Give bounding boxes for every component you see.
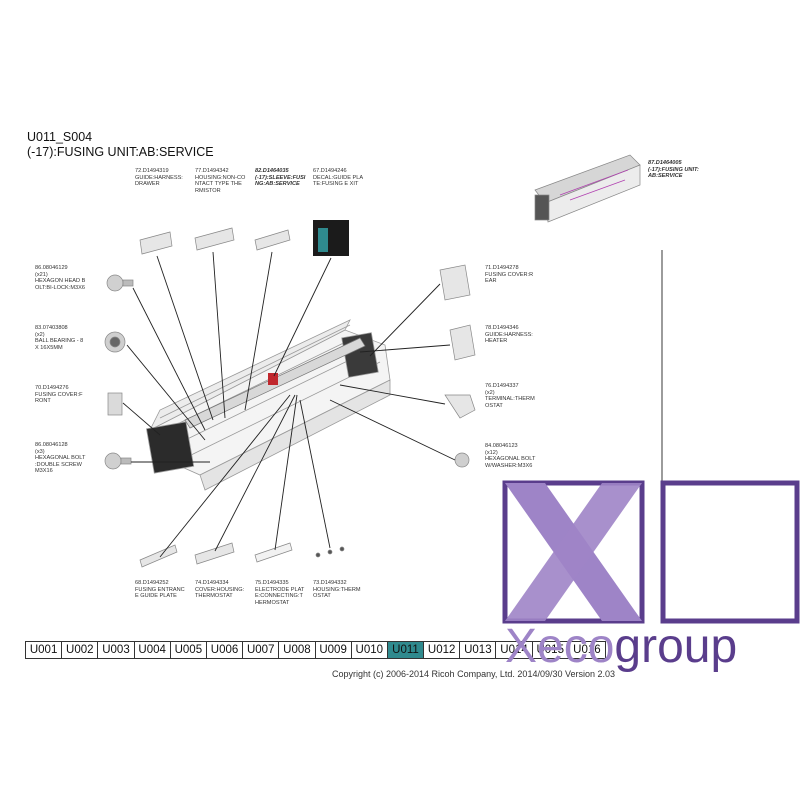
- assembled-fusing-unit: [534, 154, 641, 223]
- tab-u003[interactable]: U003: [98, 642, 135, 658]
- copyright-text: Copyright (c) 2006-2014 Ricoh Company, L…: [332, 669, 616, 679]
- tab-u009[interactable]: U009: [315, 642, 352, 658]
- xeco-group-watermark: Xecogroup: [505, 617, 737, 677]
- tab-u006[interactable]: U006: [206, 642, 244, 658]
- watermark-group: group: [614, 620, 738, 673]
- tab-u012[interactable]: U012: [424, 642, 461, 658]
- tab-u005[interactable]: U005: [170, 642, 207, 658]
- xeco-logo-mark: [502, 480, 800, 624]
- heat-roller: [184, 337, 366, 429]
- tab-u008[interactable]: U008: [279, 642, 316, 658]
- part-label-86b[interactable]: 86.08046128(x3)HEXAGONAL BOLT:DOUBLE SCR…: [35, 442, 86, 475]
- tab-u013[interactable]: U013: [460, 642, 497, 658]
- section-tabs: U001 U002 U003 U004 U005 U006 U007 U008 …: [25, 641, 606, 659]
- watermark-xeco: Xeco: [505, 620, 615, 673]
- tab-u001[interactable]: U001: [26, 642, 63, 658]
- tab-u014[interactable]: U014: [496, 642, 533, 658]
- page-code: U011_S004: [27, 130, 93, 144]
- tab-u010[interactable]: U010: [351, 642, 388, 658]
- tab-u007[interactable]: U007: [243, 642, 280, 658]
- tab-u004[interactable]: U004: [134, 642, 171, 658]
- part-thumbnails: [104, 220, 476, 568]
- tab-u016[interactable]: U016: [568, 642, 605, 658]
- fusing-unit-body: [146, 319, 391, 491]
- page-title: (-17):FUSING UNIT:AB:SERVICE: [27, 145, 214, 159]
- tab-u015[interactable]: U015: [532, 642, 569, 658]
- tab-u011[interactable]: U011: [387, 642, 425, 658]
- part-label-87[interactable]: 87.D1464005(-17):FUSING UNIT:AB:SERVICE: [648, 160, 699, 180]
- tab-u002[interactable]: U002: [62, 642, 99, 658]
